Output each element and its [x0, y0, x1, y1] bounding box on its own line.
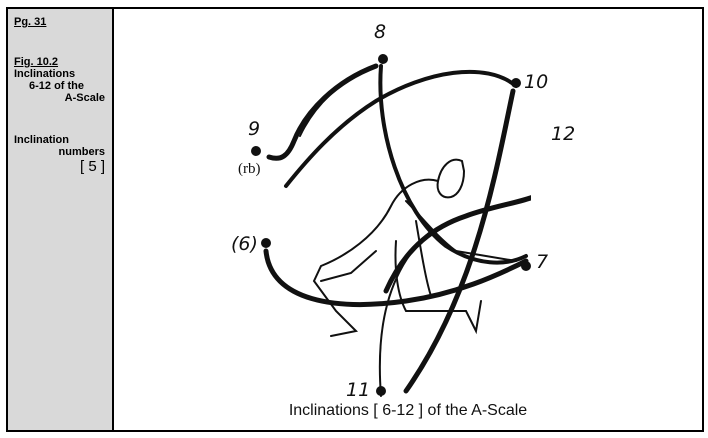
- label-rb: (rb): [238, 161, 261, 177]
- figure-title-line-2: 6-12 of the: [29, 80, 85, 92]
- label-10: 10: [524, 71, 549, 93]
- figure-title-line-3: A-Scale: [64, 92, 105, 104]
- figure-reference: Fig. 10.2: [14, 56, 59, 68]
- figure-caption: Inclinations [ 6-12 ] of the A-Scale: [288, 402, 528, 419]
- page-frame: Pg. 31 Fig. 10.2 Inclinations 6-12 of th…: [6, 7, 704, 432]
- label-6: (6): [231, 233, 258, 255]
- inclination-label-line-1: Inclination: [14, 134, 69, 146]
- page-number: Pg. 31: [14, 16, 47, 28]
- label-7: 7: [536, 251, 549, 273]
- label-11: 11: [346, 379, 371, 401]
- figure-title-line-1: Inclinations: [14, 68, 76, 80]
- inclination-count: [ 5 ]: [79, 158, 105, 175]
- label-9: 9: [248, 118, 261, 140]
- inclination-label-line-2: numbers: [58, 146, 105, 158]
- inclinations-figure: 8 10 12 9 (rb) (6) 7 11: [226, 11, 575, 401]
- label-12: 12: [551, 123, 576, 145]
- sidebar: Pg. 31 Fig. 10.2 Inclinations 6-12 of th…: [8, 9, 114, 430]
- dancer-inclination-drawing: [251, 54, 564, 397]
- figure-panel: 8 10 12 9 (rb) (6) 7 11 Inclinations [ 6…: [114, 9, 702, 430]
- label-8: 8: [374, 21, 387, 43]
